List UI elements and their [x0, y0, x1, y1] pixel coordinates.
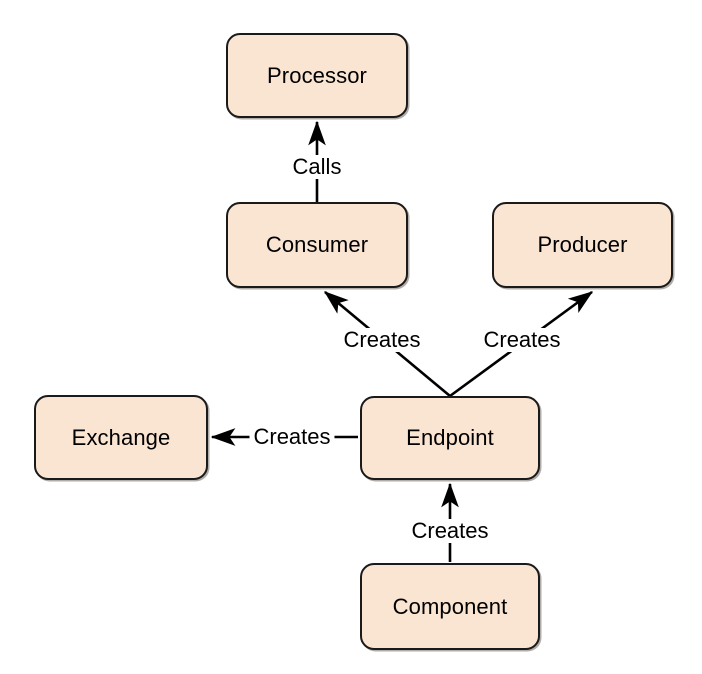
node-label-component: Component [392, 593, 508, 619]
edge-label-consumer-calls-processor: Calls [288, 155, 346, 179]
node-label-consumer: Consumer [265, 232, 369, 257]
node-label-endpoint: Endpoint [406, 425, 494, 450]
node-endpoint[interactable]: Endpoint [360, 396, 540, 480]
edge-label-component-creates-endpoint: Creates [407, 519, 493, 543]
node-processor[interactable]: Processor [226, 33, 408, 118]
node-label-producer: Producer [537, 232, 628, 257]
node-exchange[interactable]: Exchange [34, 395, 208, 480]
edge-label-endpoint-creates-exchange: Creates [249, 425, 335, 449]
node-label-exchange: Exchange [71, 424, 171, 450]
node-label-processor: Processor [267, 62, 367, 88]
node-component[interactable]: Component [360, 563, 540, 650]
node-producer[interactable]: Producer [492, 202, 673, 288]
edge-label-endpoint-creates-producer: Creates [479, 328, 565, 352]
node-consumer[interactable]: Consumer [226, 202, 408, 288]
edge-label-endpoint-creates-consumer: Creates [339, 328, 425, 352]
